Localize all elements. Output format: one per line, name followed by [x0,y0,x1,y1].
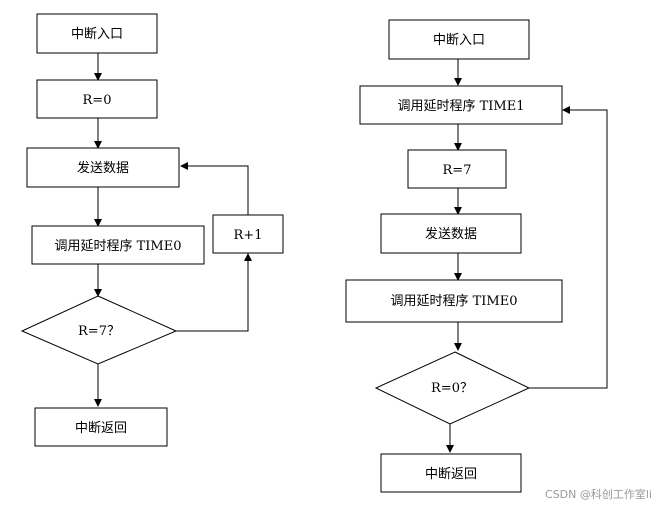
right-node-init-label: R=7 [443,163,472,178]
left-node-init-label: R=0 [83,93,112,108]
right-node-start: 中断入口 [388,19,530,60]
left-node-end-label: 中断返回 [75,421,127,436]
left-node-increment-label: R+1 [234,228,263,243]
left-node-end: 中断返回 [34,407,168,447]
right-node-end-label: 中断返回 [425,467,477,482]
left-node-increment: R+1 [212,214,284,254]
left-edge-increment-send [180,162,249,215]
left-node-check: R=7？ [20,295,178,365]
left-flowchart: 中断入口 R=0 发送数据 调用延时程序 TIME0 R=7？ R+1 中断返回 [20,13,284,447]
right-edge-check-loop [529,106,608,389]
left-node-send: 发送数据 [26,147,180,188]
right-node-check-label: R=0？ [431,381,473,396]
right-node-send-label: 发送数据 [425,226,477,242]
right-node-delay0: 调用延时程序 TIME0 [345,279,563,323]
right-node-start-label: 中断入口 [433,33,485,48]
watermark: CSDN @科创工作室li [545,487,652,501]
left-edge-check-increment [176,253,252,332]
left-node-init: R=0 [36,79,158,119]
left-node-start: 中断入口 [36,13,158,54]
right-node-delay0-label: 调用延时程序 TIME0 [390,294,517,309]
left-node-delay-label: 调用延时程序 TIME0 [54,239,181,254]
right-node-send: 发送数据 [380,213,522,254]
left-node-send-label: 发送数据 [77,160,129,176]
right-node-delay1: 调用延时程序 TIME1 [359,85,563,125]
right-node-check: R=0？ [374,351,531,425]
right-node-init: R=7 [407,149,507,189]
right-flowchart: 中断入口 调用延时程序 TIME1 R=7 发送数据 调用延时程序 TIME0 … [345,19,608,493]
right-node-delay1-label: 调用延时程序 TIME1 [397,99,524,114]
left-node-delay: 调用延时程序 TIME0 [31,225,205,265]
left-node-start-label: 中断入口 [71,27,123,42]
right-node-end: 中断返回 [380,453,522,493]
left-node-check-label: R=7？ [78,324,120,339]
